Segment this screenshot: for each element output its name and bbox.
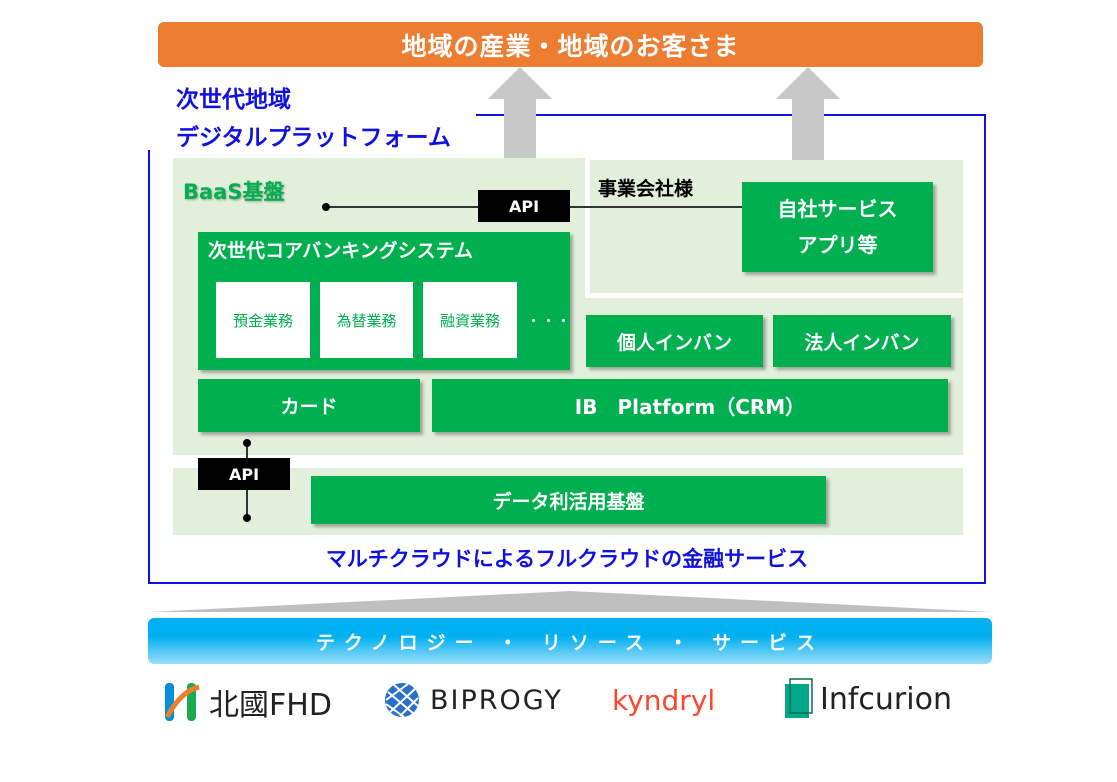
hokkoku-mark-icon: [164, 683, 200, 721]
tech-bar: テクノロジー ・ リソース ・ サービス: [148, 618, 992, 664]
more-ellipsis: ・・・: [526, 312, 572, 330]
cloud-caption: マルチクラウドによるフルクラウドの金融サービス: [325, 547, 809, 571]
infcurion-logo: Infcurion: [784, 678, 952, 720]
infcurion-name: Infcurion: [820, 681, 952, 717]
up-arrows: [488, 67, 840, 171]
own-service-label: 自社サービス: [777, 197, 898, 221]
support-trapezoid: [150, 591, 992, 612]
biprogy-globe-icon: [385, 683, 419, 718]
connector-dot: [243, 514, 251, 522]
up-arrow-icon: [488, 67, 552, 171]
hokkoku-name: 北國FHD: [209, 688, 332, 723]
baas-label: BaaS基盤: [183, 180, 285, 204]
connector-dot: [322, 203, 330, 211]
top-bar: 地域の産業・地域のお客さま: [158, 22, 983, 67]
personal-ib-box: 個人インバン: [586, 315, 763, 367]
platform-title-2: デジタルプラットフォーム: [176, 125, 451, 151]
corporate-ib-box: 法人インバン: [773, 315, 951, 367]
infcurion-mark-icon: [785, 678, 813, 718]
biprogy-name: BIPROGY: [430, 684, 563, 716]
deposit-box: 預金業務: [216, 282, 310, 358]
api-badge: API: [478, 190, 570, 222]
card-box: カード: [198, 379, 420, 432]
connector-dot: [243, 439, 251, 447]
kyndryl-logo: kyndryl: [612, 684, 716, 717]
up-arrow-icon: [776, 67, 840, 171]
api-badge-lower: API: [198, 458, 290, 490]
title-mask: [146, 80, 476, 150]
biprogy-logo: BIPROGY: [384, 682, 563, 718]
exchange-box: 為替業務: [320, 282, 413, 358]
business-label: 事業会社様: [598, 178, 694, 200]
hokkoku-logo: 北國FHD: [163, 680, 332, 724]
platform-border: [148, 114, 986, 584]
data-platform-box: データ利活用基盤: [311, 476, 826, 524]
core-banking-title: 次世代コアバンキングシステム: [208, 240, 474, 262]
loan-box: 融資業務: [423, 282, 517, 358]
apps-label: アプリ等: [797, 233, 878, 257]
platform-title-1: 次世代地域: [176, 87, 291, 113]
ib-platform-box: IB Platform（CRM）: [432, 379, 948, 432]
own-service-box: 自社サービス アプリ等: [742, 182, 933, 272]
